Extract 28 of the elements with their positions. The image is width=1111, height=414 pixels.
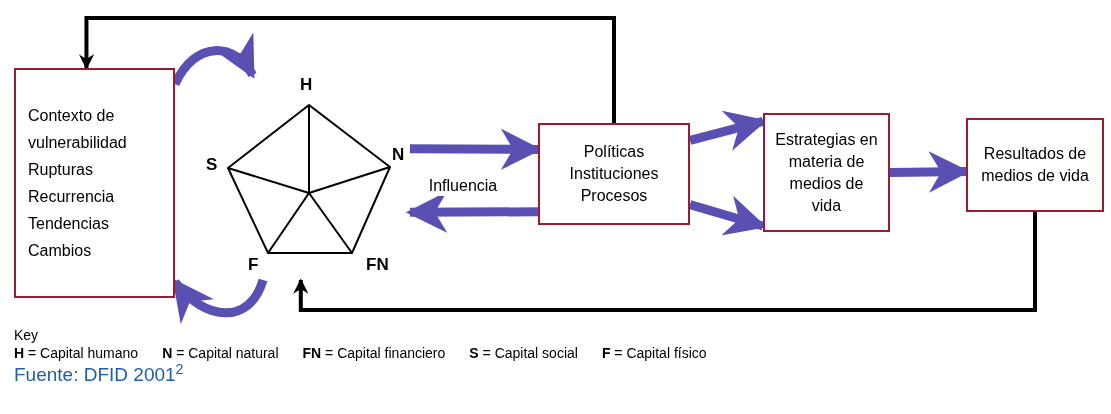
box-text: Cambios — [28, 241, 92, 261]
box-text: Rupturas — [28, 160, 93, 180]
box-text: Políticas — [583, 142, 645, 162]
arrow — [78, 16, 616, 123]
box-text: Resultados de medios de vida — [980, 144, 1090, 186]
box-text: Procesos — [580, 186, 648, 206]
key-entry: N = Capital natural — [162, 344, 279, 362]
outcome-box — [966, 118, 1104, 212]
key-entry: FN = Capital financiero — [302, 344, 446, 362]
capital-letter: S — [206, 155, 218, 175]
key-entry: S = Capital social — [469, 344, 578, 362]
box-text: Recurrencia — [28, 187, 115, 207]
key-entry: F = Capital físico — [601, 344, 707, 362]
source-caption: Fuente: DFID 2001$^{2}$ — [14, 362, 185, 387]
capital-letter: FN — [366, 255, 389, 275]
box-text: Contexto de vulnerabilidad — [28, 106, 128, 153]
strategy-box — [763, 113, 890, 232]
key-entry: H = Capital humano — [14, 344, 139, 362]
box-text: Tendencias — [28, 214, 109, 234]
capital-letter: N — [392, 145, 405, 165]
box-text: Estrategias en materia de medios de vida — [774, 129, 879, 216]
key-heading: Key — [14, 326, 40, 344]
capital-letter: F — [248, 255, 259, 275]
policy-box — [538, 123, 690, 225]
box-text: Instituciones — [569, 164, 659, 184]
capital-letter: H — [300, 75, 313, 95]
context-box — [14, 68, 175, 298]
arrow — [293, 212, 1037, 312]
